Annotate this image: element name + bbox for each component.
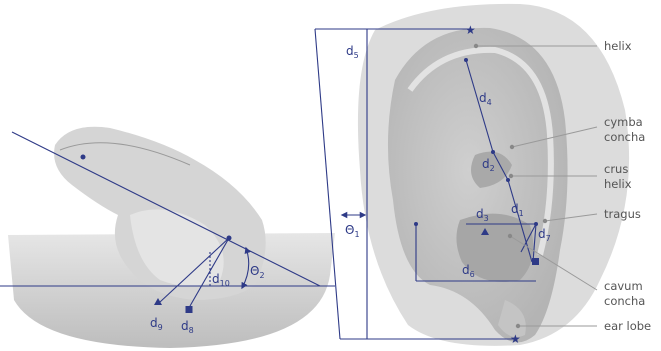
star-top: ★ bbox=[465, 23, 476, 37]
ear-helix-rim bbox=[407, 46, 554, 256]
theta1-slant-line bbox=[314, 28, 341, 340]
leader-tragus bbox=[544, 213, 598, 222]
label-d8: d8 bbox=[181, 319, 194, 335]
label-d9: d9 bbox=[150, 316, 163, 332]
label-theta1: Θ1 bbox=[345, 223, 360, 239]
d3-triangle-marker bbox=[481, 228, 489, 235]
side-ear-edge bbox=[59, 142, 191, 166]
label-helix: helix bbox=[604, 39, 632, 53]
side-ear-fold bbox=[130, 209, 224, 286]
point-d2-d1 bbox=[506, 178, 510, 182]
dot-earlobe bbox=[515, 323, 521, 329]
dot-tragus bbox=[542, 218, 548, 224]
front-view: ★ ★ d5 Θ1 d4 d2 d1 d3 d7 d6 bbox=[314, 3, 651, 346]
leader-cymba bbox=[511, 126, 598, 148]
label-tragus: tragus bbox=[604, 207, 641, 221]
d7-line-b bbox=[532, 223, 537, 263]
side-view: d9 d8 d10 Θ2 bbox=[0, 126, 335, 348]
point-d4-d2 bbox=[491, 150, 495, 154]
star-bottom: ★ bbox=[510, 332, 521, 346]
d1-line bbox=[507, 179, 533, 263]
d2-line bbox=[492, 151, 509, 181]
d7-line bbox=[520, 223, 537, 253]
leader-cavum bbox=[509, 235, 598, 291]
ear-cymba-hollow bbox=[471, 151, 512, 188]
d4-line bbox=[465, 59, 494, 153]
label-d5: d5 bbox=[346, 44, 359, 60]
label-d7: d7 bbox=[538, 227, 551, 243]
point-d6-left bbox=[414, 222, 418, 226]
label-d3: d3 bbox=[476, 207, 489, 223]
label-theta2: Θ2 bbox=[250, 264, 265, 280]
d8-square-marker bbox=[185, 306, 193, 313]
d7-square-marker bbox=[532, 258, 539, 265]
dot-helix bbox=[473, 43, 479, 49]
dot-cymba bbox=[509, 144, 515, 150]
ear-cavum-hollow bbox=[456, 213, 534, 282]
axis-point-upper bbox=[80, 154, 86, 160]
point-d4-top bbox=[464, 58, 468, 62]
label-d1: d1 bbox=[511, 202, 524, 218]
label-d4: d4 bbox=[479, 91, 492, 107]
theta2-arc-arrow bbox=[241, 246, 251, 290]
dot-cavum bbox=[507, 233, 513, 239]
label-d10: d10 bbox=[212, 272, 230, 288]
d9-line bbox=[159, 237, 230, 303]
label-d2: d2 bbox=[482, 157, 495, 173]
side-ear-axis bbox=[11, 131, 321, 287]
d9-triangle-marker bbox=[154, 298, 162, 305]
dot-crus bbox=[508, 173, 514, 179]
label-d6: d6 bbox=[462, 263, 475, 279]
label-ear-lobe: ear lobe bbox=[604, 319, 651, 333]
